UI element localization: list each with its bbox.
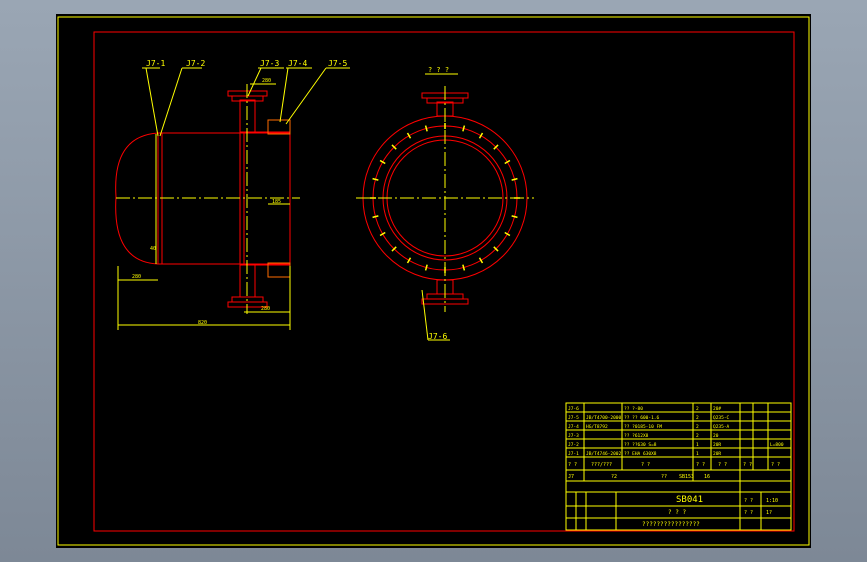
- front-centerlines: [116, 84, 300, 314]
- bolt-hole: [391, 246, 397, 252]
- drawing-viewport[interactable]: 820 280 280 280 185 40 J7-1 J7-2 J7-3 J7…: [56, 14, 811, 548]
- parts-cell-name: ?? ?? 600-1.6: [624, 415, 660, 421]
- hdr-name: ? ?: [641, 462, 650, 468]
- sheet-value: 1?: [766, 510, 772, 516]
- callout-j7-6: J7-6: [428, 332, 447, 341]
- bolt-hole: [511, 177, 518, 181]
- hdr-qty: ? ?: [696, 462, 705, 468]
- side-view-label: ? ? ?: [428, 66, 449, 74]
- company-name: ????????????????: [642, 521, 700, 528]
- parts-cell-qty: 1: [696, 442, 699, 448]
- parts-cell-no: J7-1: [568, 451, 579, 457]
- parts-cell-no: J7-2: [568, 442, 579, 448]
- dim-40: 40: [150, 246, 156, 252]
- parts-cell-no: J7-6: [568, 406, 579, 412]
- parts-cell-code: JB/T4746-2002: [586, 451, 622, 457]
- callout-j7-3: J7-3: [260, 59, 279, 68]
- parts-cell-no: J7-5: [568, 415, 579, 421]
- summary-2: ??: [661, 474, 667, 480]
- bolt-hole: [462, 125, 466, 132]
- dished-head: [115, 132, 159, 265]
- parts-cell-material: Q235-C: [713, 415, 730, 421]
- callout-j7-5: J7-5: [328, 59, 347, 68]
- hdr-note: ? ?: [771, 462, 780, 468]
- bolt-hole: [504, 159, 511, 165]
- summary-3: SB153: [679, 474, 694, 480]
- hdr-code: ???/???: [591, 462, 612, 468]
- parts-cell-name: ?? EHA 630X8: [624, 451, 657, 457]
- bolt-hole: [511, 215, 518, 219]
- front-callouts: J7-1 J7-2 J7-3 J7-4 J7-5: [142, 59, 350, 137]
- leader-c6: [421, 289, 429, 341]
- parts-cell-material: 20R: [713, 451, 721, 457]
- leader-c4: [279, 67, 289, 123]
- dim-280c: 280: [261, 306, 270, 312]
- summary-0: J7: [568, 474, 574, 480]
- bolt-hole: [478, 257, 484, 264]
- inner-frame: [93, 31, 795, 532]
- hdr-material: ? ?: [718, 462, 727, 468]
- parts-cell-name: ?? ?-80: [624, 406, 643, 412]
- front-view: [115, 90, 291, 308]
- bolt-hole: [424, 264, 428, 271]
- parts-cell-material: 20: [713, 433, 719, 439]
- parts-cell-name: ?? ??630 S=8: [624, 442, 657, 448]
- parts-cell-no: J7-3: [568, 433, 579, 439]
- summary-1: ?2: [611, 474, 617, 480]
- dim-820: 820: [198, 320, 207, 326]
- parts-list: J7-6 ?? ?-80 2 20# J7-5 JB/T4700-2000?? ?? 60…: [568, 406, 784, 457]
- parts-cell-material: 20#: [713, 406, 721, 412]
- bolt-hole: [379, 159, 386, 165]
- front-dimensions: 820 280 280 280 185 40: [117, 78, 291, 330]
- part-name: ? ? ?: [668, 509, 686, 516]
- bolt-hole: [478, 132, 484, 139]
- parts-cell-name: ?? ?612X8: [624, 433, 649, 439]
- side-centerlines: [356, 86, 534, 312]
- dim-280a: 280: [132, 274, 141, 280]
- hdr-mass: ? ?: [743, 462, 752, 468]
- parts-cell-qty: 2: [696, 424, 699, 430]
- parts-cell-no: J7-4: [568, 424, 579, 430]
- parts-cell-qty: 2: [696, 415, 699, 421]
- bolt-hole: [493, 246, 499, 252]
- bolt-hole: [424, 125, 428, 132]
- bolt-hole: [391, 144, 397, 150]
- leader-c1: [145, 67, 159, 137]
- callout-j7-4: J7-4: [288, 59, 307, 68]
- callout-j7-2: J7-2: [186, 59, 205, 68]
- callout-j7-1: J7-1: [146, 59, 165, 68]
- parts-cell-code: HG/T8792: [586, 424, 608, 430]
- dim-280b: 280: [262, 78, 271, 84]
- sheet-label: ? ?: [744, 510, 753, 516]
- title-block: J7-6 ?? ?-80 2 20# J7-5 JB/T4700-2000?? ?? 60…: [565, 402, 792, 531]
- dim-185: 185: [272, 199, 281, 205]
- parts-cell-qty: 1: [696, 451, 699, 457]
- leader-c3: [247, 67, 262, 97]
- parts-cell-qty: 2: [696, 406, 699, 412]
- parts-cell-material: Q235-A: [713, 424, 730, 430]
- scale-value: 1:10: [766, 498, 778, 504]
- parts-cell-material: 20R: [713, 442, 721, 448]
- outer-frame: [57, 16, 810, 546]
- leader-c2: [159, 67, 183, 137]
- parts-cell-code: JB/T4700-2000: [586, 415, 622, 421]
- hdr-no: ? ?: [568, 462, 577, 468]
- bolt-hole: [406, 132, 412, 139]
- parts-cell-name: ?? ?0185-10 FM: [624, 424, 662, 430]
- bolt-hole: [379, 231, 386, 237]
- bolt-hole: [372, 215, 379, 219]
- bolt-hole: [406, 257, 412, 264]
- bolt-hole: [372, 177, 379, 181]
- bolt-hole: [504, 231, 511, 237]
- parts-cell-note: L=800: [770, 442, 784, 448]
- bolt-hole: [462, 264, 466, 271]
- cad-drawing: 820 280 280 280 185 40 J7-1 J7-2 J7-3 J7…: [57, 16, 810, 546]
- summary-4: 16: [704, 474, 710, 480]
- leader-c5: [285, 67, 327, 125]
- scale-label: ? ?: [744, 498, 753, 504]
- side-flange-top: [267, 119, 291, 135]
- bolt-hole: [493, 144, 499, 150]
- drawing-number: SB041: [676, 495, 703, 505]
- parts-cell-qty: 2: [696, 433, 699, 439]
